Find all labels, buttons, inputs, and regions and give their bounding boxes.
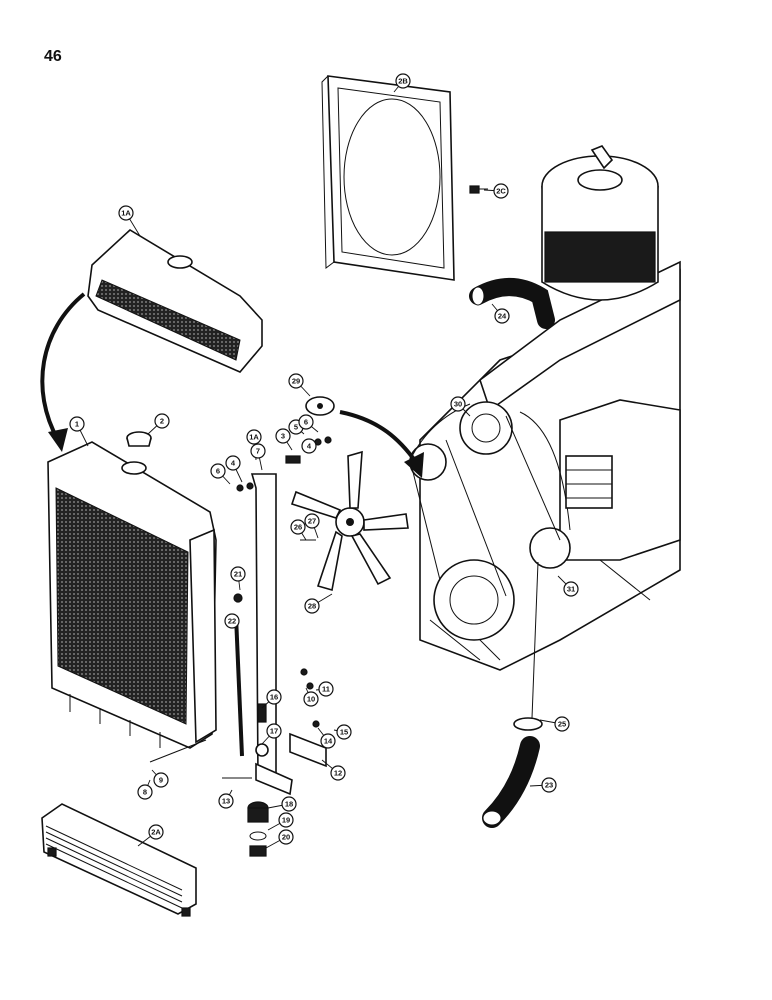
callout-1a: 1A (118, 205, 134, 221)
brace-rod (234, 615, 244, 757)
callout-18: 18 (281, 796, 297, 812)
callout-2: 2 (154, 413, 170, 429)
callout-8: 8 (137, 784, 153, 800)
page-number: 46 (44, 48, 62, 65)
callout-4: 4 (301, 438, 317, 454)
callout-label: 13 (222, 797, 230, 806)
callout-label: 10 (307, 695, 315, 704)
callout-label: 27 (308, 517, 316, 526)
callout-label: 2C (496, 187, 506, 196)
callout-6: 6 (210, 463, 226, 479)
callout-10: 10 (303, 691, 319, 707)
callout-label: 4 (307, 442, 312, 451)
callout-25: 25 (554, 716, 570, 732)
callout-label: 2B (398, 77, 408, 86)
radiator-cap (126, 431, 152, 447)
callout-24: 24 (494, 308, 510, 324)
callout-22: 22 (224, 613, 240, 629)
callout-14: 14 (320, 733, 336, 749)
radiator (47, 441, 217, 749)
callout-label: 6 (216, 467, 220, 476)
callout-23: 23 (541, 777, 557, 793)
callout-30: 30 (450, 396, 466, 412)
callout-label: 25 (558, 720, 566, 729)
callout-2a: 2A (148, 824, 164, 840)
callout-label: 4 (231, 459, 236, 468)
callout-6: 6 (298, 414, 314, 430)
callout-label: 14 (324, 737, 333, 746)
callout-21: 21 (230, 566, 246, 582)
callout-19: 19 (278, 812, 294, 828)
callout-12: 12 (330, 765, 346, 781)
callout-label: 7 (256, 447, 260, 456)
callout-label: 26 (294, 523, 302, 532)
callout-label: 1A (249, 433, 259, 442)
shroud-bolt (469, 185, 488, 194)
callout-26: 26 (290, 519, 306, 535)
callout-label: 19 (282, 816, 290, 825)
callout-3: 3 (275, 428, 291, 444)
callout-label: 12 (334, 769, 342, 778)
callout-label: 5 (294, 423, 298, 432)
callout-label: 2 (160, 417, 164, 426)
callout-2c: 2C (493, 183, 509, 199)
callout-16: 16 (266, 689, 282, 705)
callout-label: 1 (75, 420, 79, 429)
upper-hose (469, 278, 555, 329)
callout-2b: 2B (395, 73, 411, 89)
fan (290, 450, 409, 592)
callout-label: 31 (567, 585, 575, 594)
callout-label: 29 (292, 377, 300, 386)
callout-1a: 1A (246, 429, 262, 445)
callout-label: 15 (340, 728, 348, 737)
callout-9: 9 (153, 772, 169, 788)
callout-label: 22 (228, 617, 236, 626)
callout-label: 2A (151, 828, 161, 837)
callout-label: 24 (498, 312, 507, 321)
oil-cooler (41, 803, 197, 917)
callout-4: 4 (225, 455, 241, 471)
assembly-arrow-left (40, 292, 86, 452)
top-tank (87, 229, 263, 373)
fan-spacer (305, 396, 335, 416)
radiator-mount (247, 801, 269, 857)
callout-label: 8 (143, 788, 147, 797)
callout-31: 31 (563, 581, 579, 597)
callout-label: 3 (281, 432, 285, 441)
engine (409, 145, 681, 671)
callout-label: 21 (234, 570, 242, 579)
callout-label: 20 (282, 833, 290, 842)
callout-13: 13 (218, 793, 234, 809)
callout-11: 11 (318, 681, 334, 697)
callout-label: 28 (308, 602, 316, 611)
lower-hose (482, 736, 540, 828)
assembly-arrow-right (339, 410, 424, 478)
callout-label: 16 (270, 693, 278, 702)
callout-27: 27 (304, 513, 320, 529)
callout-20: 20 (278, 829, 294, 845)
fan-shroud (321, 75, 455, 281)
callout-label: 1A (121, 209, 131, 218)
callout-28: 28 (304, 598, 320, 614)
callout-1: 1 (69, 416, 85, 432)
callout-label: 6 (304, 418, 308, 427)
radiator-brace (250, 473, 293, 796)
callout-label: 18 (285, 800, 293, 809)
mounting-bracket (289, 732, 327, 768)
callout-17: 17 (266, 723, 282, 739)
callout-label: 9 (159, 776, 163, 785)
callout-29: 29 (288, 373, 304, 389)
callout-label: 30 (454, 400, 462, 409)
callout-label: 23 (545, 781, 553, 790)
callout-15: 15 (336, 724, 352, 740)
hose-clamp (513, 561, 543, 731)
callout-7: 7 (250, 443, 266, 459)
callout-label: 11 (322, 685, 330, 694)
callout-label: 17 (270, 727, 278, 736)
hardware (149, 436, 332, 779)
